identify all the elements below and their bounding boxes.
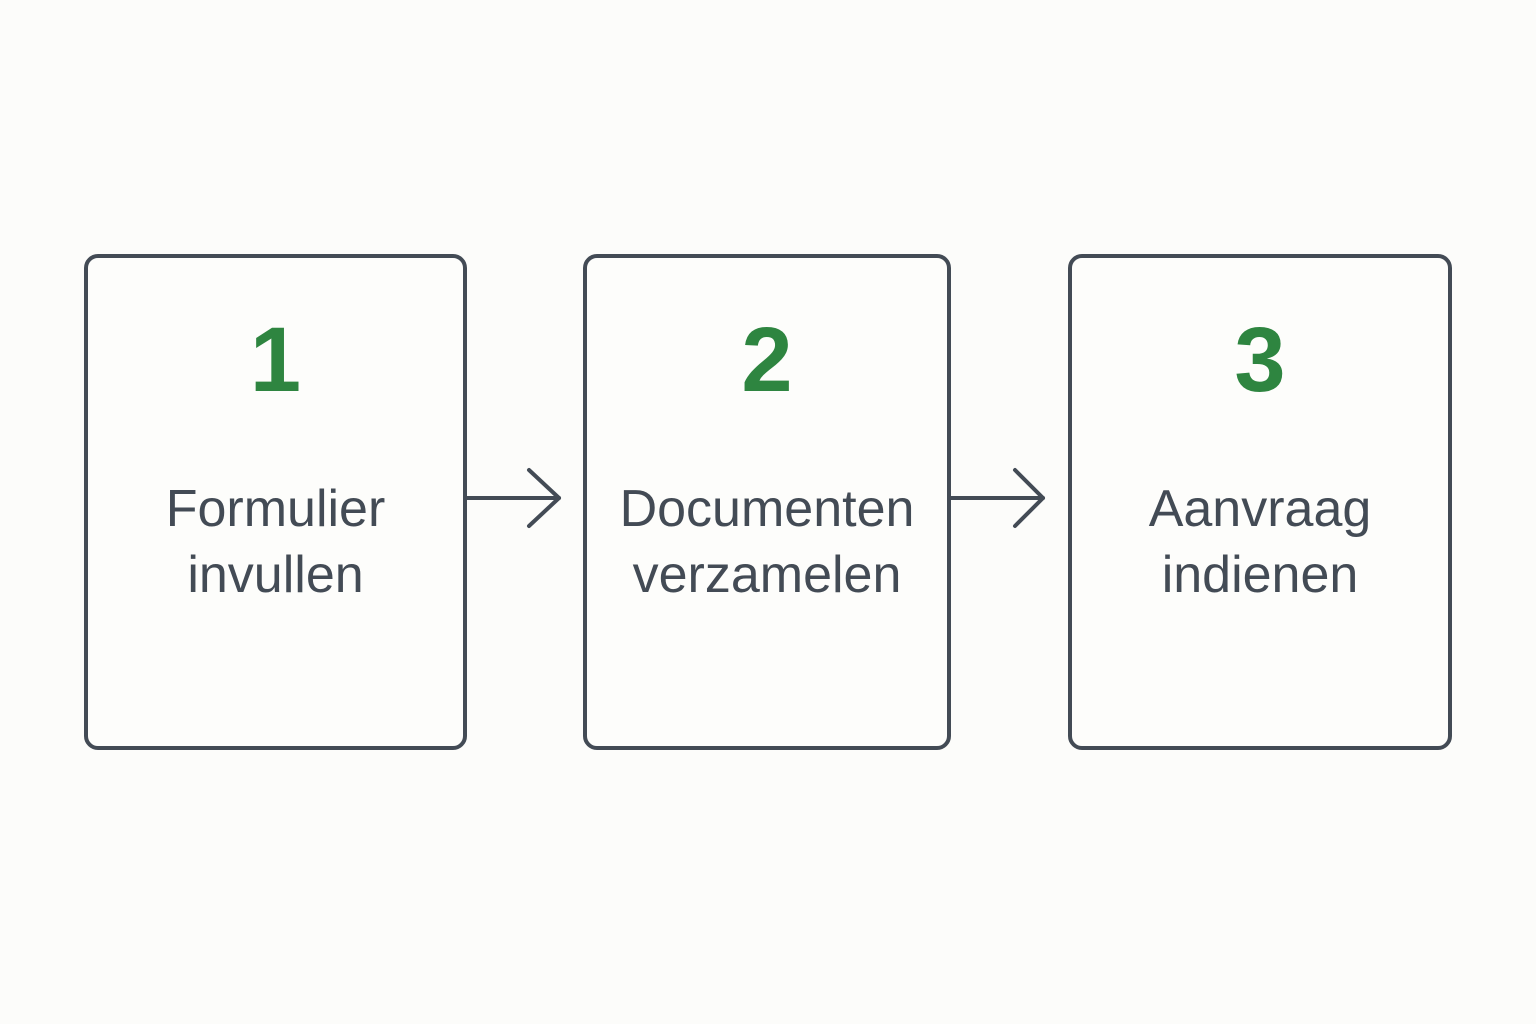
arrow-right-icon	[949, 468, 1045, 528]
step-label-line-1: Formulier	[165, 480, 386, 538]
step-number: 3	[1234, 309, 1286, 411]
step-card-2: 2 Documenten verzamelen	[583, 254, 951, 750]
step-label-line-2: indienen	[1161, 546, 1359, 604]
step-label: Documenten verzamelen	[587, 476, 947, 608]
arrow-right-icon	[465, 468, 561, 528]
step-label-line-1: Aanvraag	[1148, 480, 1372, 538]
step-card-1: 1 Formulier invullen	[84, 254, 467, 750]
step-label-line-1: Documenten	[619, 480, 915, 538]
step-label: Formulier invullen	[88, 476, 463, 608]
step-number: 2	[741, 309, 793, 411]
step-label: Aanvraag indienen	[1072, 476, 1448, 608]
step-label-line-2: invullen	[187, 546, 364, 604]
step-card-3: 3 Aanvraag indienen	[1068, 254, 1452, 750]
step-number: 1	[249, 309, 302, 411]
step-label-line-2: verzamelen	[632, 546, 902, 604]
